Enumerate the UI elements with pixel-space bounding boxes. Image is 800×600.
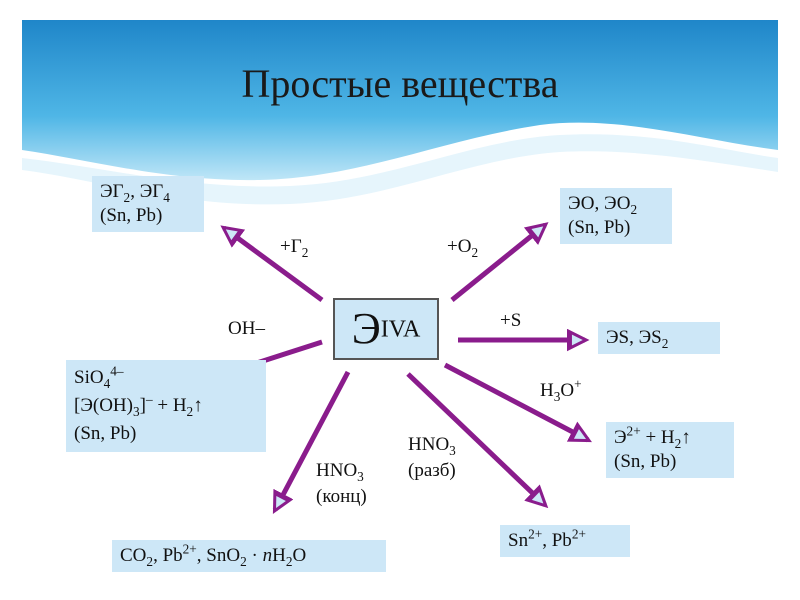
label-oxygen: +O2 <box>447 236 479 260</box>
label-halogen: +Г2 <box>280 236 309 260</box>
halides-box: ЭГ2, ЭГ4 (Sn, Pb) <box>92 176 204 232</box>
oxides-box: ЭО, ЭО2 (Sn, Pb) <box>560 188 672 244</box>
element-symbol: Э <box>351 304 381 353</box>
element-group: IVA <box>380 316 421 343</box>
sulfides-box: ЭS, ЭS2 <box>598 322 720 354</box>
label-hydronium: H3O+ <box>540 376 582 404</box>
label-hno3-conc: HNO3 (конц) <box>316 460 367 507</box>
acid-box: Э2+ + H2↑ (Sn, Pb) <box>606 422 734 478</box>
conc-products-box: CO2, Pb2+, SnO2 · nH2O <box>112 540 386 572</box>
alkali-box: SiO44– [Э(OH)3]– + H2↑ (Sn, Pb) <box>66 360 266 452</box>
arrow-to-oxides <box>450 222 549 302</box>
dil-products-box: Sn2+, Pb2+ <box>500 525 630 557</box>
element-box: ЭIVA <box>333 298 439 360</box>
label-sulfur: +S <box>500 310 522 331</box>
wave-highlight <box>22 134 778 205</box>
arrow-to-dil <box>406 372 549 509</box>
label-hno3-dil: HNO3 (разб) <box>408 434 456 481</box>
page-title: Простые вещества <box>241 61 559 106</box>
sky-band <box>22 20 778 181</box>
arrow-to-acid <box>443 362 592 443</box>
label-hydroxide: OH– <box>228 318 265 339</box>
arrow-to-halides <box>220 225 324 303</box>
arrow-to-conc <box>272 370 351 514</box>
